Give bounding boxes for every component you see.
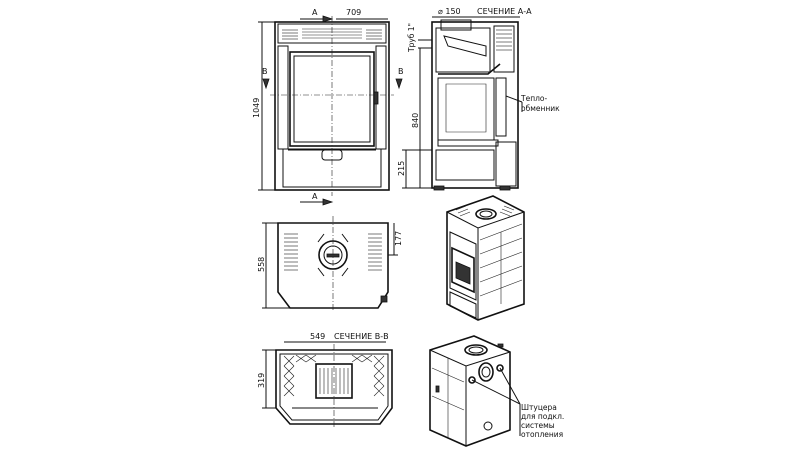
pipe-thread-label: Труб 1"	[407, 23, 416, 53]
rear-flue-outlet	[478, 362, 494, 382]
fittings-label-line2: для подкл.	[521, 412, 564, 421]
front-isometric-view	[446, 195, 525, 321]
pipe-diameter-label: ⌀ 150	[438, 7, 461, 16]
front-height-dim: 1049	[252, 98, 261, 118]
section-bb-depth-dim: 319	[257, 373, 266, 388]
fittings-label-line1: Штуцера	[521, 403, 557, 412]
section-height-dim: 840	[411, 113, 420, 128]
section-bb-view: 549 СЕЧЕНИЕ В-В	[257, 332, 393, 428]
section-bb-title: СЕЧЕНИЕ В-В	[334, 332, 389, 341]
heating-fitting-2	[496, 364, 504, 372]
fittings-label-line3: системы	[521, 421, 555, 430]
fittings-label-line4: отопления	[521, 430, 563, 439]
section-aa-body	[431, 21, 519, 189]
heat-exchanger-label-line2: обменник	[521, 104, 560, 113]
side-mark-left: B	[262, 67, 268, 76]
section-mark-bottom: A	[312, 192, 318, 201]
section-aa-view: ⌀ 150 СЕЧЕНИЕ А-А Труб 1"	[397, 7, 560, 191]
rear-iso-flue	[464, 344, 488, 356]
front-iso-door	[451, 246, 475, 294]
rear-isometric-view: Штуцера для подкл. системы отопления	[429, 335, 564, 447]
side-mark-right: B	[398, 67, 404, 76]
plan-offset-dim: 177	[394, 231, 403, 246]
heat-exchanger-label-line1: Тепло-	[520, 94, 547, 103]
door-handle	[373, 91, 379, 105]
front-iso-outline	[446, 195, 525, 321]
section-bb-width-dim: 549	[310, 332, 325, 341]
front-iso-flue	[475, 208, 497, 220]
section-low-dim: 215	[397, 161, 406, 176]
plan-depth-dim: 558	[257, 257, 266, 272]
front-width-dim: 709	[346, 8, 361, 17]
plan-view-outline	[277, 222, 389, 309]
heating-fitting-1	[468, 376, 476, 384]
section-mark-top: A	[312, 8, 318, 17]
section-aa-title: СЕЧЕНИЕ А-А	[477, 7, 532, 16]
heat-exchanger-coil	[495, 77, 507, 137]
front-view: A 709 A B B 1049	[252, 8, 404, 206]
plan-view: 558 177	[257, 216, 403, 312]
rear-iso-outline	[429, 335, 511, 447]
